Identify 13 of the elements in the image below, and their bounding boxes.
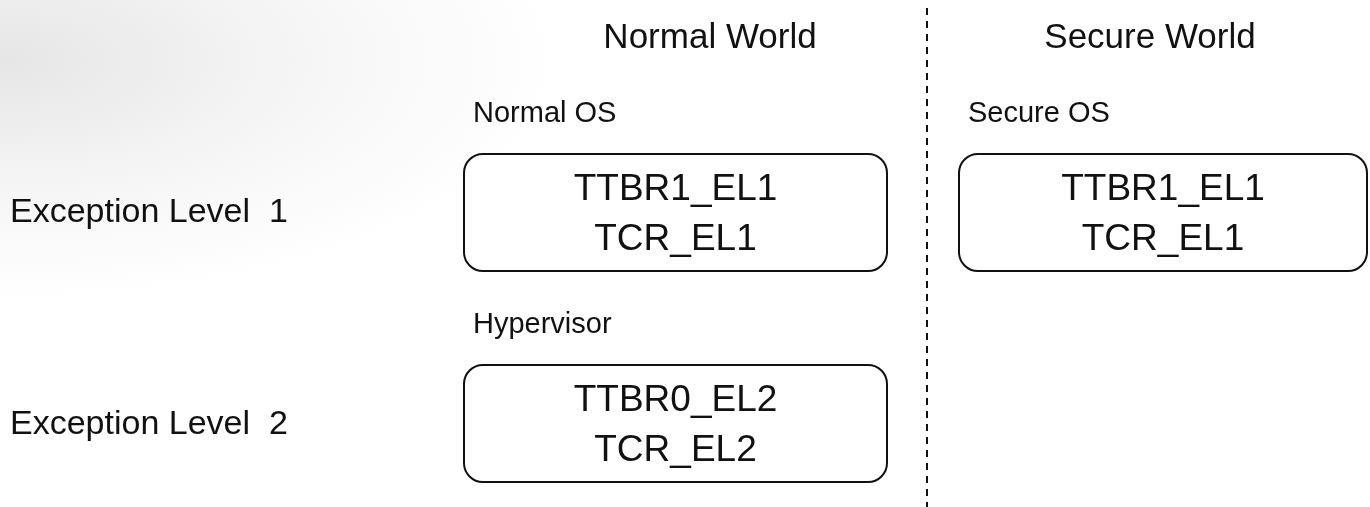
- box-heading: Hypervisor: [473, 308, 612, 340]
- register-name: TCR_EL1: [594, 215, 757, 260]
- row-label: Exception Level 2: [10, 405, 288, 439]
- row-label: Exception Level 1: [10, 193, 288, 227]
- register-name: TTBR0_EL2: [573, 376, 778, 421]
- register-name: TCR_EL1: [1081, 215, 1245, 260]
- register-name: TTBR1_EL1: [1061, 165, 1265, 210]
- box-heading: Secure OS: [968, 97, 1110, 129]
- column-heading: Secure World: [1044, 18, 1256, 53]
- register-name: TTBR1_EL1: [573, 165, 778, 210]
- register-name: TCR_EL2: [594, 426, 757, 471]
- box-heading: Normal OS: [473, 97, 617, 129]
- column-heading: Normal World: [603, 18, 817, 53]
